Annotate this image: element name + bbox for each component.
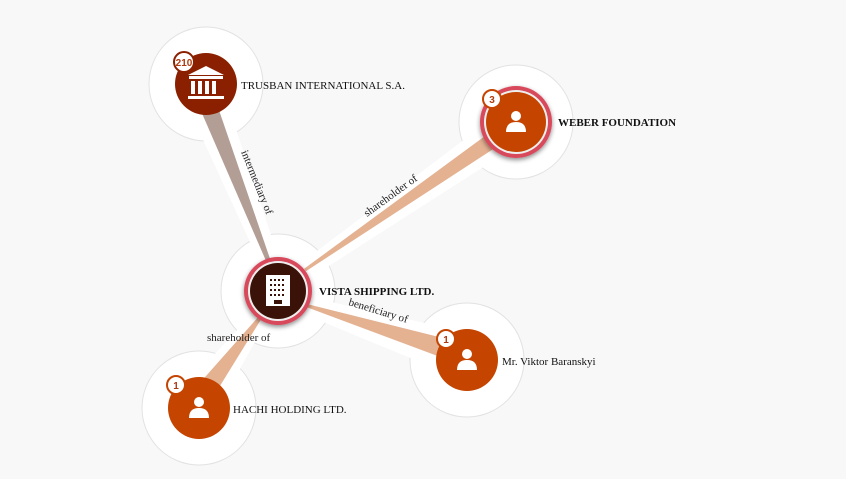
node-label: TRUSBAN INTERNATIONAL S.A.	[241, 80, 405, 92]
edge-trusban-vista[interactable]	[197, 96, 272, 266]
count-badge	[436, 329, 456, 349]
node-label: HACHI HOLDING LTD.	[233, 404, 347, 416]
count-badge	[482, 89, 502, 109]
badge-count: 1	[443, 335, 449, 346]
building-icon	[266, 275, 290, 306]
count-badge	[173, 51, 195, 73]
node-vista[interactable]: VISTA SHIPPING LTD.	[244, 257, 434, 325]
node-hachi[interactable]: 1 HACHI HOLDING LTD.	[166, 375, 347, 439]
node-label: WEBER FOUNDATION	[558, 117, 676, 129]
edge-viktor-vista[interactable]	[304, 303, 453, 360]
badge-count: 1	[173, 381, 179, 392]
count-badge	[166, 375, 186, 395]
node-label: VISTA SHIPPING LTD.	[319, 286, 434, 298]
node-viktor[interactable]: 1 Mr. Viktor Baranskyi	[436, 329, 596, 391]
edge-label-hachi: shareholder of	[207, 332, 271, 344]
badge-count: 210	[176, 58, 193, 69]
node-label: Mr. Viktor Baranskyi	[502, 356, 596, 368]
edge-weber-vista[interactable]	[304, 128, 505, 272]
node-trusban[interactable]: 210 TRUSBAN INTERNATIONAL S.A.	[173, 51, 405, 115]
edge-hachi-vista[interactable]	[202, 314, 264, 391]
badge-count: 3	[489, 95, 495, 106]
bank-icon	[188, 66, 224, 99]
node-weber[interactable]: 3 WEBER FOUNDATION	[480, 86, 676, 158]
